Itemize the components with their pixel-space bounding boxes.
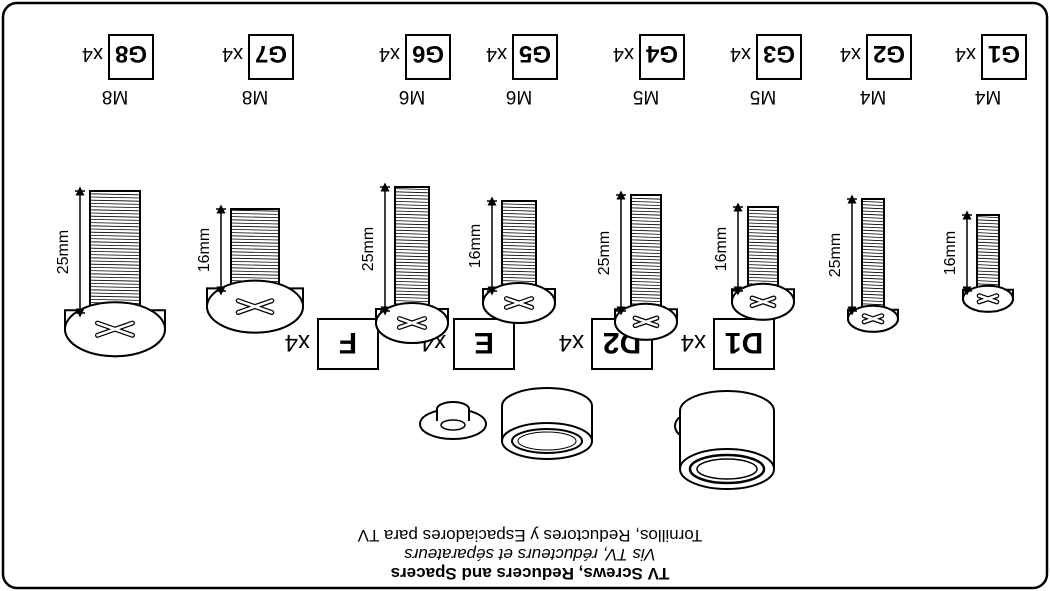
screw-g2: 25mm M4 G2 x4 [827, 34, 912, 333]
spacer-d1-drawing [679, 390, 775, 490]
screw-code-box [639, 34, 685, 80]
spacer-qty-d2: x4 [559, 329, 584, 356]
screw-length-g6: 25mm [360, 227, 377, 271]
title-block: TV Screws, Reducers and Spacers Vis TV, … [357, 526, 702, 583]
screw-g8: 25mm M8 G8 x4 [55, 34, 166, 358]
spacer-code-e: E [474, 326, 494, 359]
screw-code-g1: G1 [988, 40, 1020, 67]
screw-code-g6: G6 [412, 40, 444, 67]
screw-size-g1: M4 [974, 86, 1001, 107]
screw-size-g2: M4 [859, 86, 886, 107]
screw-qty-g5: x4 [486, 43, 507, 65]
screw-length-g7: 16mm [196, 228, 213, 272]
screw-code-box [981, 34, 1027, 80]
screw-qty-g2: x4 [840, 43, 861, 65]
screw-length-g8: 25mm [55, 230, 72, 274]
title-line-french: Vis TV, réducteurs et séparateurs [404, 545, 656, 564]
screw-code-box [512, 34, 558, 80]
screw-size-g4: M5 [633, 86, 659, 107]
screw-size-g6: M6 [399, 86, 425, 107]
screw-size-g7: M8 [242, 86, 268, 107]
screw-size-g8: M8 [102, 86, 128, 107]
screw-length-g2: 25mm [827, 233, 844, 277]
spacer-label-d1: D1 x4 [681, 318, 775, 370]
screw-code-g3: G3 [763, 40, 795, 67]
screw-qty-g7: x4 [222, 43, 243, 65]
spacer-qty-d1: x4 [681, 329, 706, 356]
screw-shaft [230, 208, 280, 292]
screw-g5: 16mm M6 G5 x4 [467, 34, 558, 324]
title-line-spanish: Tornillos, Reductores y Espaciadores par… [357, 526, 702, 545]
screw-code-g5: G5 [519, 40, 551, 67]
screw-size-g5: M6 [506, 86, 532, 107]
screw-code-g7: G7 [255, 40, 287, 67]
screw-code-g4: G4 [645, 40, 678, 67]
spacer-label-f: F x4 [285, 318, 379, 370]
screw-length-g4: 25mm [596, 231, 613, 275]
screw-qty-g4: x4 [613, 43, 634, 65]
screw-g7: 16mm M8 G7 x4 [196, 34, 304, 334]
screw-qty-g6: x4 [379, 43, 400, 65]
screw-code-box [756, 34, 802, 80]
spacer-code-f: F [339, 326, 357, 359]
title-line-english: TV Screws, Reducers and Spacers [391, 564, 670, 583]
screw-length-g3: 16mm [713, 227, 730, 271]
screw-length-g5: 16mm [467, 224, 484, 268]
screw-g1: 16mm M4 G1 x4 [942, 34, 1027, 313]
screw-g6: 25mm M6 G6 x4 [360, 34, 451, 344]
spacer-code-d1: D1 [725, 326, 763, 359]
screw-size-g3: M5 [750, 86, 776, 107]
screw-code-box [866, 34, 912, 80]
screw-code-g2: G2 [873, 40, 905, 67]
screw-length-g1: 16mm [942, 231, 959, 275]
screw-code-box [248, 34, 294, 80]
screw-g3: 16mm M5 G3 x4 [713, 34, 802, 321]
spacer-qty-f: x4 [285, 329, 310, 356]
screw-code-box [405, 34, 451, 80]
screw-code-box [108, 34, 154, 80]
screw-row: 16mm M4 G1 x4 25mm M4 G2 x4 16mm M5 G3 x4 25mm M5 G4 x4… [55, 34, 1027, 358]
screw-code-g8: G8 [115, 40, 147, 67]
screw-qty-g8: x4 [82, 43, 103, 65]
spacer-d2-drawing [501, 387, 593, 460]
screw-qty-g3: x4 [730, 43, 751, 65]
spacer-e-drawing [419, 401, 487, 440]
screw-qty-g1: x4 [955, 43, 976, 65]
screw-g4: 25mm M5 G4 x4 [596, 34, 685, 341]
